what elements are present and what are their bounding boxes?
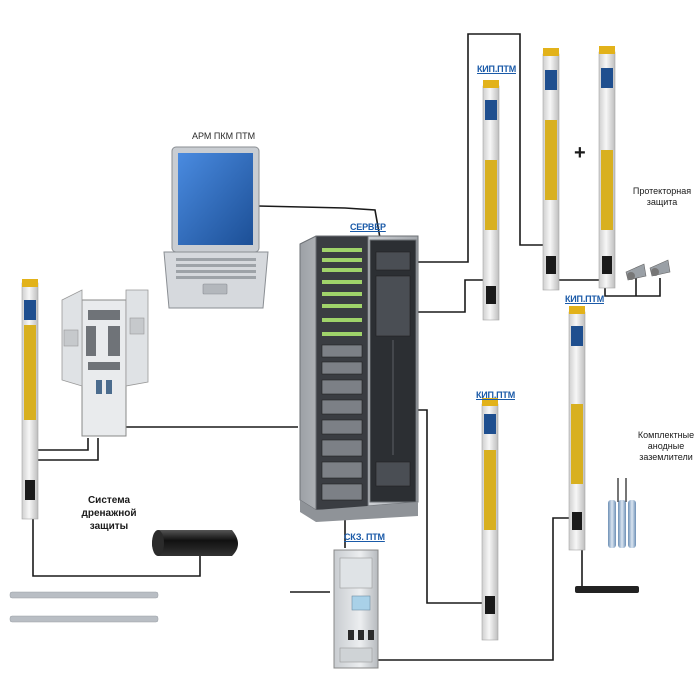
- electrical-panel-icon: [61, 289, 149, 437]
- wire-server-kip2: [412, 409, 483, 604]
- wire-server-kip1-lower: [412, 279, 485, 313]
- ground-rods: [9, 591, 159, 623]
- kip1-label: КИП.ПТМ: [477, 64, 516, 74]
- marker-post-icon: [542, 48, 560, 291]
- marker-post-icon: [481, 398, 499, 641]
- marker-post-icon: [482, 80, 500, 321]
- wire-laptop-server: [257, 205, 381, 239]
- marker-post-icon: [598, 46, 616, 289]
- protector-label: Протекторная защита: [632, 186, 692, 207]
- connection-wires: [32, 33, 661, 661]
- ground-rod-icon: [608, 478, 636, 548]
- skz-label: СКЗ. ПТМ: [344, 532, 385, 542]
- anodes-label: Комплектные анодные заземлители: [637, 430, 695, 462]
- kip2-label: КИП.ПТМ: [476, 390, 515, 400]
- server-rack-icon: [299, 235, 419, 522]
- rectifier-cabinet-icon: [333, 549, 379, 669]
- server-label: СЕРВЕР: [350, 222, 386, 232]
- plus-sign: +: [574, 142, 586, 164]
- laptop-icon: [163, 146, 269, 309]
- wire-post-pipe: [32, 518, 201, 577]
- kip3-label: КИП.ПТМ: [565, 294, 604, 304]
- protector-anode-icon: [625, 259, 671, 281]
- marker-post-icon: [568, 306, 586, 551]
- marker-post-icon: [21, 279, 39, 520]
- drainage-label: Система дренажной защиты: [81, 495, 137, 532]
- wire-skz-anodes: [378, 517, 573, 661]
- wire-panel-post: [38, 438, 99, 461]
- cable-icon: [575, 586, 639, 593]
- wire-server-kip1: [412, 33, 545, 263]
- pipe-icon: [152, 530, 238, 556]
- arm-label: АРМ ПКМ ПТМ: [192, 131, 256, 141]
